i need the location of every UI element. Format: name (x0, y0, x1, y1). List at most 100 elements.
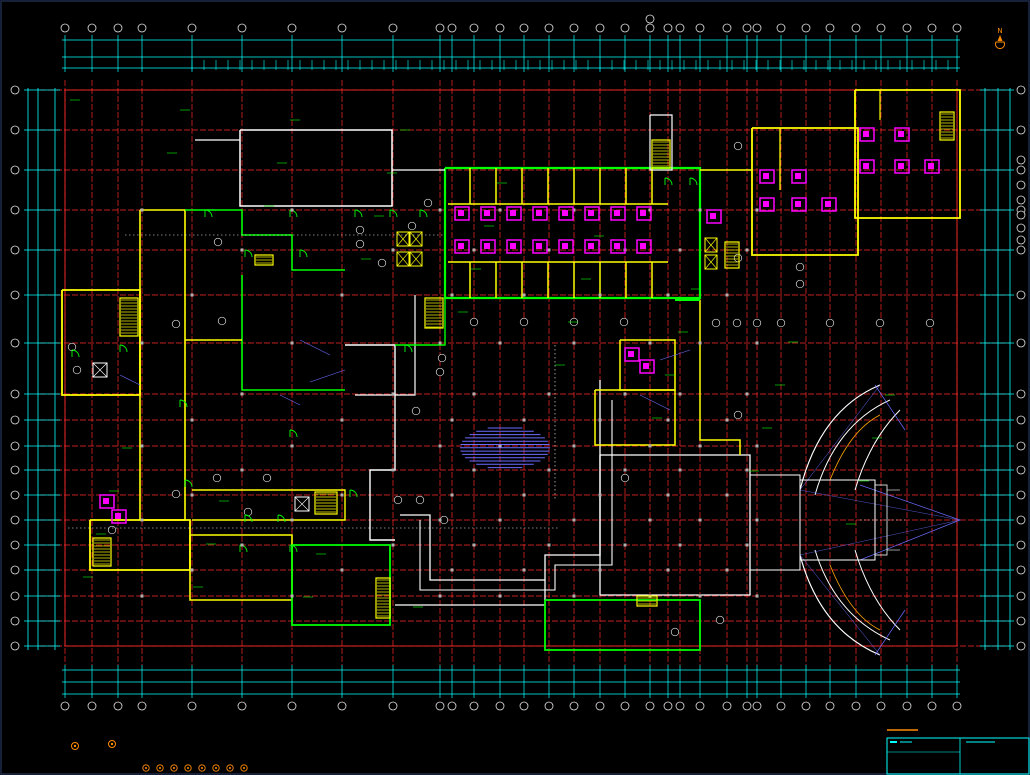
structural-column (391, 392, 395, 396)
grid-bubble-right (1016, 415, 1026, 425)
grid-bubble-inner (733, 253, 743, 263)
structural-column (598, 568, 602, 572)
structural-column (572, 444, 576, 448)
grid-bubble-bottom (752, 701, 762, 711)
structural-column (522, 568, 526, 572)
grid-bubble-inner (212, 473, 222, 483)
legend-bubble-icon (198, 764, 206, 772)
grid-bubble-bottom (801, 701, 811, 711)
structural-column (572, 208, 576, 212)
grid-bubble-top (595, 23, 605, 33)
grid-bubble-top (519, 23, 529, 33)
grid-bubble-left (10, 389, 20, 399)
grid-bubble-right (1016, 125, 1026, 135)
bathroom-pod-icon (99, 494, 115, 509)
toilet-fixture-icon (643, 363, 649, 369)
grid-bubble-bottom (876, 701, 886, 711)
bathroom-pod-icon (624, 347, 640, 362)
structural-column (547, 543, 551, 547)
grid-bubble-inner (72, 365, 82, 375)
grid-bubble-top (825, 23, 835, 33)
grid-bubble-right (1016, 165, 1026, 175)
structural-column (666, 418, 670, 422)
structural-column (438, 341, 442, 345)
structural-column (755, 594, 759, 598)
grid-bubble-left (10, 565, 20, 575)
elevator-cross (396, 231, 410, 247)
staircase-icon (636, 595, 658, 607)
structural-column (678, 468, 682, 472)
elevator-icon (409, 231, 423, 247)
toilet-fixture-icon (898, 131, 904, 137)
grid-bubble-top (620, 23, 630, 33)
grid-bubble-inner (733, 410, 743, 420)
grid-bubble-bottom (113, 701, 123, 711)
structural-column (755, 341, 759, 345)
bathroom-pod-icon (636, 206, 652, 221)
toilet-fixture-icon (614, 210, 620, 216)
staircase-icon (375, 577, 391, 619)
grid-bubble-left (10, 591, 20, 601)
grid-bubble-bottom (742, 701, 752, 711)
structural-column (450, 418, 454, 422)
grid-bubble-bottom (695, 701, 705, 711)
structural-column (450, 568, 454, 572)
bathroom-pod-icon (558, 239, 574, 254)
grid-bubble-top (187, 23, 197, 33)
grid-bubble-right (1016, 338, 1026, 348)
grid-bubble-inner (519, 317, 529, 327)
grid-bubble-top (388, 23, 398, 33)
structural-column (648, 208, 652, 212)
toilet-fixture-icon (640, 210, 646, 216)
toilet-fixture-icon (763, 173, 769, 179)
toilet-fixture-icon (795, 201, 801, 207)
grid-bubble-right (1016, 290, 1026, 300)
grid-bubble-bottom (776, 701, 786, 711)
grid-bubble-bottom (447, 701, 457, 711)
toilet-fixture-icon (458, 210, 464, 216)
structural-column (666, 293, 670, 297)
grid-bubble-inner (407, 221, 417, 231)
grid-bubble-inner (437, 353, 447, 363)
grid-bubble-top (447, 23, 457, 33)
grid-bubble-right (1016, 85, 1026, 95)
structural-column (472, 248, 476, 252)
toilet-fixture-icon (588, 210, 594, 216)
structural-column (698, 594, 702, 598)
structural-column (678, 248, 682, 252)
structural-column (755, 518, 759, 522)
structural-column (522, 293, 526, 297)
grid-bubble-bottom (237, 701, 247, 711)
legend-bubble-dot (159, 767, 161, 769)
staircase-icon (92, 537, 112, 567)
grid-bubble-top (237, 23, 247, 33)
wall-ramp (355, 295, 416, 396)
structural-column (698, 341, 702, 345)
structural-column (666, 568, 670, 572)
grid-bubble-top (645, 14, 655, 24)
bathroom-pod-icon (584, 239, 600, 254)
grid-bubble-bottom (87, 701, 97, 711)
north-arrow-icon: N (995, 27, 1005, 49)
wall-interior (185, 209, 345, 271)
structural-column (140, 444, 144, 448)
grid-bubble-bottom (435, 701, 445, 711)
bathroom-pod-icon (558, 206, 574, 221)
structural-column (391, 543, 395, 547)
bathroom-pod-icon (584, 206, 600, 221)
toilet-fixture-icon (115, 513, 121, 519)
structural-column (190, 418, 194, 422)
leader-line (119, 374, 141, 386)
bathroom-pod-icon (506, 239, 522, 254)
grid-bubble-top (495, 23, 505, 33)
grid-bubble-inner (355, 225, 365, 235)
toilet-fixture-icon (614, 243, 620, 249)
north-label: N (997, 27, 1002, 35)
grid-bubble-inner (423, 198, 433, 208)
structural-column (745, 392, 749, 396)
grid-bubble-inner (171, 489, 181, 499)
elevator-cross (294, 496, 310, 512)
grid-bubble-inner (733, 141, 743, 151)
leader-line (639, 394, 671, 411)
